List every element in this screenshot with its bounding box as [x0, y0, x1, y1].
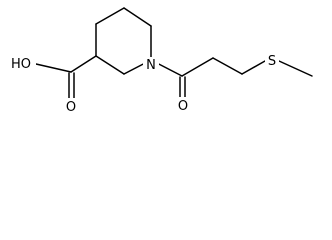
chemical-structure-diagram: N HO O O S: [8, 7, 313, 115]
amide-side-chain: [150, 57, 313, 98]
chain-bond: [181, 57, 214, 77]
hydroxyl-label: HO: [11, 57, 31, 72]
sulfur-label: S: [268, 54, 276, 69]
ring-bond: [95, 7, 125, 25]
chain-bond: [241, 60, 266, 75]
amide-carbonyl-oxygen-label: O: [178, 99, 188, 114]
carboxylic-acid-group: [35, 55, 97, 99]
ring-bond: [95, 55, 125, 75]
acid-carbonyl-oxygen-label: O: [66, 100, 76, 115]
chain-bond: [278, 60, 313, 77]
piperidine-ring: [95, 7, 152, 75]
atom-labels: N HO O O S: [8, 53, 279, 115]
acid-oh-bond: [35, 63, 72, 73]
ring-nitrogen-label: N: [146, 58, 156, 73]
chain-bond: [212, 57, 243, 75]
ring-bond: [123, 7, 152, 27]
acid-carbon-bond: [70, 55, 97, 73]
